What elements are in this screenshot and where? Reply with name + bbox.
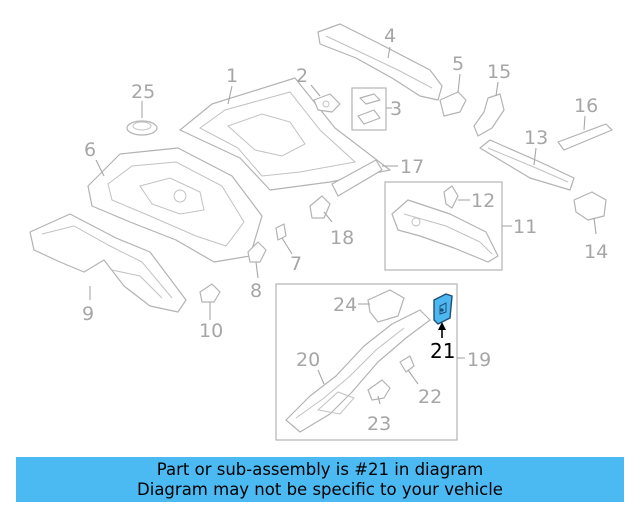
part-4: 4 [317,23,443,101]
part-11: 11 [384,181,537,271]
part-5: 5 [439,53,467,117]
callout-13: 13 [524,127,548,149]
part-14: 14 [573,191,608,263]
part-1: 1 [179,65,391,191]
callout-16: 16 [574,95,598,117]
callout-25: 25 [131,81,155,103]
part-8: 8 [247,241,267,302]
part-10: 10 [199,283,223,342]
callout-10: 10 [199,320,223,342]
callout-12: 12 [471,190,495,212]
callout-22: 22 [418,386,442,408]
callout-9: 9 [82,303,94,325]
banner-line-2: Diagram may not be specific to your vehi… [137,479,503,499]
part-18: 18 [309,195,354,249]
part-2: 2 [296,65,341,113]
callout-21: 21 [430,339,455,363]
part-17: 17 [331,156,424,197]
part-9: 9 [29,213,187,325]
part-25: 25 [126,81,158,136]
banner-line-1: Part or sub-assembly is #21 in diagram [156,459,484,479]
part-15: 15 [473,61,511,137]
callout-8: 8 [250,280,262,302]
callout-19: 19 [467,349,491,371]
part-21: 21 [430,293,455,363]
part-3: 3 [351,87,402,131]
part-6: 6 [84,139,263,263]
parts-diagram: 25 1 2 3 4 5 15 [29,23,613,441]
part-24: 24 [333,289,405,323]
info-banner: Part or sub-assembly is #21 in diagram D… [16,457,624,502]
part-16: 16 [557,95,613,151]
callout-3: 3 [390,98,402,120]
callout-11: 11 [513,216,537,238]
callout-14: 14 [584,241,608,263]
part-12: 12 [443,185,495,212]
callout-2: 2 [296,65,308,87]
part-19: 19 [275,283,491,441]
callout-17: 17 [400,156,424,178]
part-22: 22 [399,355,442,408]
callout-23: 23 [367,413,391,435]
callout-18: 18 [330,227,354,249]
part-13: 13 [479,127,575,191]
part-23: 23 [367,379,391,435]
callout-4: 4 [384,25,396,47]
callout-15: 15 [487,61,511,83]
callout-5: 5 [452,53,464,75]
part-7: 7 [275,223,302,275]
callout-24: 24 [333,294,357,316]
callout-1: 1 [226,65,238,87]
callout-20: 20 [296,349,320,371]
callout-7: 7 [290,253,302,275]
callout-6: 6 [84,139,96,161]
part-20: 20 [285,309,431,433]
